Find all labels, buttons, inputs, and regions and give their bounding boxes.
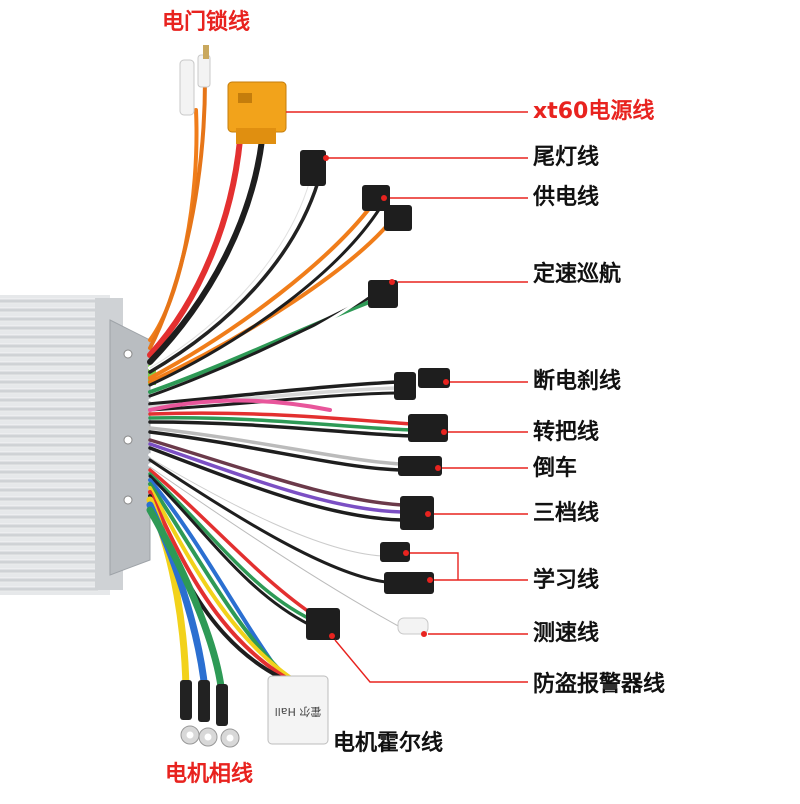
label-anti-theft: 防盗报警器线 (533, 672, 666, 697)
heatsink-fin (0, 514, 98, 520)
anti-theft-connector (306, 608, 340, 640)
speed-sensor-terminal (397, 617, 429, 635)
leader-anti-theft (334, 639, 528, 683)
label-motor-phase: 电机相线 (165, 762, 254, 787)
heatsink-fin (0, 451, 98, 457)
hall-connector: 霍尔 Hall (267, 675, 329, 745)
wire-bundle (146, 78, 414, 699)
heatsink-fin (0, 487, 98, 493)
label-throttle: 转把线 (533, 420, 600, 445)
heatsink-fin (0, 370, 98, 376)
heatsink-fin (0, 361, 98, 367)
xt60-connector (227, 81, 287, 144)
tail-light-connector (300, 150, 326, 186)
heatsink-fin (0, 550, 98, 556)
hall-connector-text: 霍尔 Hall (275, 705, 322, 718)
brake-connector-b (418, 368, 450, 388)
heatsink-fin (0, 325, 98, 331)
heatsink-fin (0, 460, 98, 466)
label-three-speed: 三档线 (533, 501, 600, 526)
label-speed-sensor: 测速线 (533, 621, 600, 646)
heatsink-fin (0, 379, 98, 385)
label-cruise: 定速巡航 (533, 262, 622, 287)
heatsink-fin (0, 532, 98, 538)
learning-connector-a (380, 542, 410, 562)
ignition-lock-connector (179, 45, 211, 116)
heatsink-fin (0, 298, 98, 304)
heatsink-fin (0, 388, 98, 394)
heatsink-fin (0, 442, 98, 448)
heatsink-fin (0, 577, 98, 583)
label-power-supply: 供电线 (533, 185, 600, 210)
label-motor-hall: 电机霍尔线 (333, 731, 444, 756)
throttle-connector (408, 414, 448, 442)
heatsink-fin (0, 496, 98, 502)
heatsink-fin (0, 523, 98, 529)
heatsink-fin (0, 559, 98, 565)
heatsink-fin (0, 469, 98, 475)
heatsink-fin (0, 352, 98, 358)
heatsink-fin (0, 505, 98, 511)
power-supply-connector-b (384, 205, 412, 231)
leader-dots (323, 155, 449, 639)
phase-ring-terminals (180, 680, 240, 748)
heatsink-fin (0, 415, 98, 421)
heatsink-fin (0, 406, 98, 412)
label-reverse: 倒车 (533, 456, 578, 481)
heatsink-fin (0, 334, 98, 340)
learning-connector-b (384, 572, 434, 594)
leader-learning (410, 552, 528, 581)
cruise-connector (368, 280, 398, 308)
heatsink-fin (0, 424, 98, 430)
heatsink-fin (0, 433, 98, 439)
three-speed-connector (400, 496, 434, 530)
heatsink-fin (0, 541, 98, 547)
label-xt60-power: xt60电源线 (533, 99, 655, 124)
heatsink-fin (0, 307, 98, 313)
heatsink-fin (0, 343, 98, 349)
label-learning: 学习线 (533, 568, 600, 593)
label-tail-light: 尾灯线 (533, 145, 600, 170)
power-supply-connector-a (362, 185, 390, 211)
controller-housing (0, 295, 156, 595)
label-ignition-lock: 电门锁线 (162, 10, 251, 35)
leader-lines (286, 111, 528, 683)
brake-connector-a (394, 372, 416, 400)
reverse-connector (398, 456, 442, 476)
heatsink-fin (0, 568, 98, 574)
heatsink-fin (0, 397, 98, 403)
connectors: 霍尔 Hall (179, 45, 450, 748)
heatsink-fin (0, 478, 98, 484)
label-brake-cutoff: 断电刹线 (533, 369, 622, 394)
heatsink-fin (0, 586, 98, 592)
heatsink-fin (0, 316, 98, 322)
